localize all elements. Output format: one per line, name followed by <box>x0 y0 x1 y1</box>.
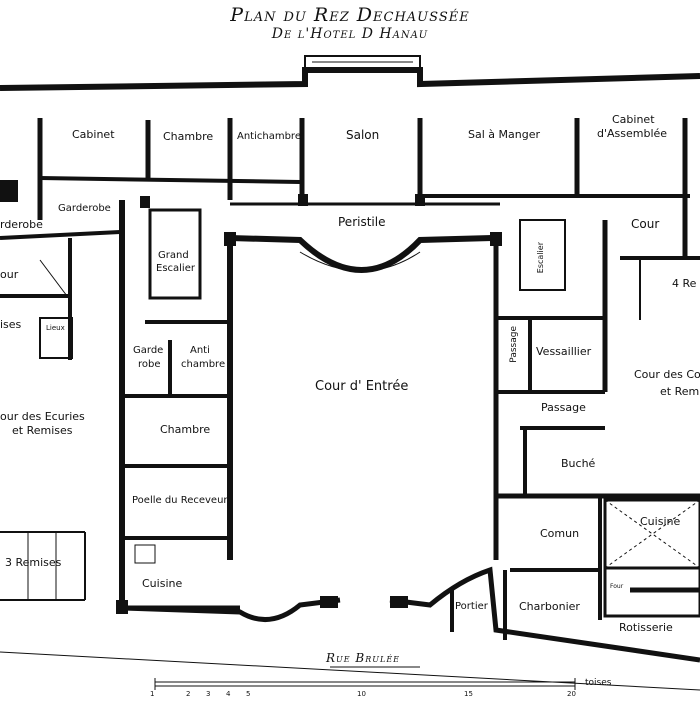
room-garderobe-top: Garderobe <box>58 203 111 214</box>
room-poelle-du-receveur: Poelle du Receveur <box>132 495 228 506</box>
room-four-remises: 4 Re <box>672 277 697 290</box>
lieux-box <box>39 317 73 359</box>
room-cabinet-assemblee-line2: d'Assemblée <box>597 127 668 140</box>
left-stair <box>39 259 71 301</box>
room-cour-left: our <box>0 268 19 281</box>
room-rotisserie: Rotisserie <box>619 621 673 634</box>
room-peristile: Peristile <box>338 215 386 229</box>
scale-tick-label: 10 <box>357 690 366 698</box>
scale-tick-label: 20 <box>567 690 576 698</box>
salon-projection <box>304 55 421 71</box>
scale-tick-label: 3 <box>206 690 211 698</box>
kitchen-diag-2 <box>604 499 700 569</box>
kitchen-diag-1 <box>604 499 700 569</box>
room-cour-des-ecuries-line2: et Remises <box>12 424 73 437</box>
pier <box>224 232 236 246</box>
kitchen-stove-left <box>134 544 156 564</box>
pier <box>0 180 18 202</box>
top-rooms-south-wall <box>39 176 301 184</box>
street-name: Rue Brulée <box>326 651 401 665</box>
scale-tick-label: 1 <box>150 690 155 698</box>
room-three-remises: 3 Remises <box>5 556 62 569</box>
pier <box>320 596 338 608</box>
south-facade-east <box>389 566 700 663</box>
room-remises-left: ises <box>0 318 22 331</box>
plan-subtitle: De l'Hotel D Hanau <box>271 26 429 42</box>
scale-tick-label: 5 <box>246 690 251 698</box>
room-lieux: Lieux <box>46 324 65 332</box>
room-garde-robe-line2: robe <box>138 359 161 370</box>
pier <box>298 194 308 206</box>
peristile-curve <box>229 235 493 273</box>
room-cabinet-assemblee-line1: Cabinet <box>612 113 655 126</box>
street-line <box>0 651 700 691</box>
room-garderobe-left: rderobe <box>0 218 43 231</box>
scale-unit: toises <box>585 678 612 688</box>
pier <box>116 600 128 614</box>
room-grand-escalier-line1: Grand <box>158 250 189 261</box>
room-salon: Salon <box>346 128 380 142</box>
room-anti-chambre-line2: chambre <box>181 359 226 370</box>
room-cabinet: Cabinet <box>72 128 115 141</box>
room-four: Four <box>610 583 624 590</box>
room-cour-des-cochers-line2: et Remi <box>660 385 700 398</box>
kitchen-right <box>603 498 700 570</box>
south-facade-west <box>121 597 341 623</box>
room-garde-robe-line1: Garde <box>133 345 164 356</box>
rotisserie-box <box>603 566 700 618</box>
room-chambre-mid: Chambre <box>160 423 211 436</box>
grand-staircase <box>148 208 202 300</box>
room-passage-vertical: Passage <box>509 326 519 363</box>
plan-title: Plan du Rez Dechaussée <box>230 4 470 26</box>
room-cour-right: Cour <box>631 217 660 231</box>
scale-tick-label: 2 <box>186 690 191 698</box>
small-staircase <box>519 219 566 291</box>
north-facade-wall <box>0 67 700 91</box>
room-vessaillier: Vessaillier <box>536 345 592 358</box>
room-passage-horizontal: Passage <box>541 401 586 414</box>
pier <box>390 596 408 608</box>
scale-tick-label: 15 <box>464 690 473 698</box>
pier <box>140 196 150 208</box>
peristile-inner-curve <box>299 251 421 272</box>
room-cour-d-entree: Cour d' Entrée <box>315 379 409 394</box>
room-portier: Portier <box>455 601 488 612</box>
room-chambre-top: Chambre <box>163 130 214 143</box>
room-antichambre-top: Antichambre <box>237 131 301 142</box>
wall-garderobe-south <box>0 230 121 240</box>
room-buche: Buché <box>561 457 596 470</box>
pier <box>490 232 502 246</box>
room-comun: Comun <box>540 527 580 540</box>
room-cuisine-right: Cuisine <box>640 515 681 528</box>
room-grand-escalier-line2: Escalier <box>156 263 195 274</box>
room-charbonier: Charbonier <box>519 600 580 613</box>
room-sal-a-manger: Sal à Manger <box>468 128 540 141</box>
room-cuisine-left: Cuisine <box>142 577 183 590</box>
scale-tick-label: 4 <box>226 690 231 698</box>
pier <box>415 194 425 206</box>
room-cour-des-ecuries-line1: our des Ecuries <box>0 410 85 423</box>
room-cour-des-cochers-line1: Cour des Co <box>634 368 700 381</box>
room-escalier-small: Escalier <box>536 242 545 274</box>
room-anti-chambre-line1: Anti <box>190 345 210 356</box>
